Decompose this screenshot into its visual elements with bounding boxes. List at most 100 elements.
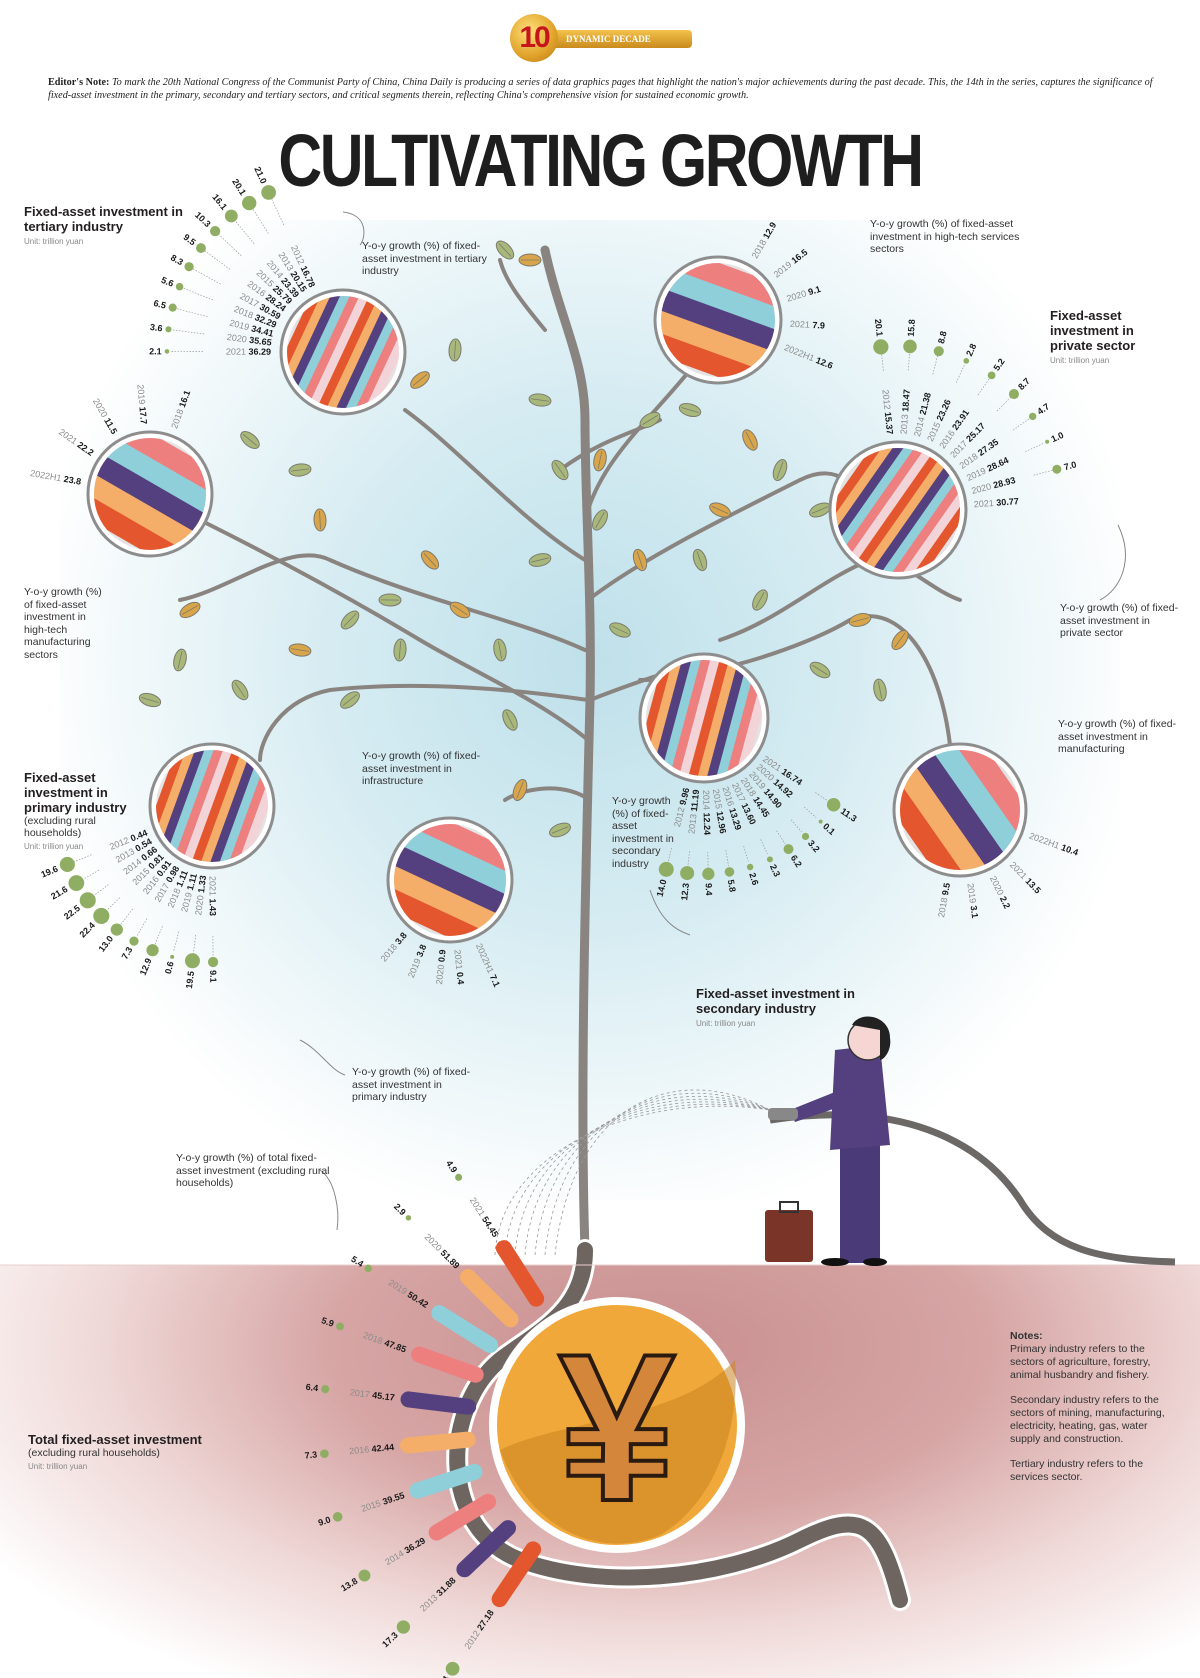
growth-dot xyxy=(1052,464,1062,474)
leader-line xyxy=(120,908,133,926)
value-label: 3.8 xyxy=(414,943,428,958)
ray-label: 2017 45.17 xyxy=(349,1387,395,1402)
leaf-icon xyxy=(493,638,507,662)
growth-dot xyxy=(93,907,110,924)
spray-arc xyxy=(544,1092,771,1256)
leader-line xyxy=(269,195,285,226)
growth-value: 6.4 xyxy=(305,1382,319,1393)
growth-value: 22.4 xyxy=(78,920,97,939)
growth-value: 5.6 xyxy=(160,275,175,289)
value-label: 9.96 xyxy=(677,787,691,806)
stripe-segment xyxy=(661,323,775,377)
growth-dot xyxy=(184,262,194,272)
growth-dot xyxy=(783,844,794,855)
growth-value: 2.3 xyxy=(768,863,782,879)
growth-dot xyxy=(332,1512,343,1522)
stripe-segment xyxy=(94,447,206,541)
water-spray xyxy=(494,1089,771,1256)
growth-dot xyxy=(801,832,810,841)
total-subtitle: (excluding rural households) xyxy=(28,1447,160,1459)
ray-label: 2021 13.5 xyxy=(1008,860,1043,896)
year-label: 2021 xyxy=(226,347,249,357)
stripe-segment xyxy=(840,448,942,572)
total-title: Total fixed-asset investment xyxy=(28,1432,202,1447)
value-label: 3.1 xyxy=(968,905,980,919)
leader-line xyxy=(955,364,965,383)
note-secondary: Secondary industry refers to the sectors… xyxy=(1010,1394,1165,1445)
leaf-icon xyxy=(632,548,648,572)
value-label: 12.24 xyxy=(702,812,713,835)
stripe-segment xyxy=(701,660,751,776)
growth-value: 0.6 xyxy=(163,960,176,975)
year-label: 2014 xyxy=(912,413,927,437)
stripe-segment xyxy=(101,438,206,504)
leader-line xyxy=(203,250,231,270)
growth-dot xyxy=(110,923,123,936)
growth-value: 15.8 xyxy=(906,319,917,337)
investment-bar xyxy=(400,1391,477,1415)
growth-value: 9.1 xyxy=(208,970,218,983)
value-label: 7.1 xyxy=(488,973,502,989)
coin-shadow xyxy=(500,1360,736,1544)
leaf-icon xyxy=(692,548,708,572)
spray-arc xyxy=(534,1096,771,1256)
growth-dot xyxy=(165,326,172,333)
leader-line xyxy=(907,350,911,371)
value-label: 11.5 xyxy=(102,416,119,436)
value-label: 36.29 xyxy=(403,1535,427,1555)
total-unit: Unit: trillion yuan xyxy=(28,1462,88,1471)
ray-label: 2018 3.8 xyxy=(379,930,409,963)
year-label: 2015 xyxy=(711,788,725,812)
ray-label: 2021 54.45 xyxy=(468,1196,501,1239)
stripe-segment xyxy=(161,750,222,862)
total-heading: Total fixed-asset investment (excluding … xyxy=(28,1432,228,1471)
stripe-segment xyxy=(900,751,997,870)
stripe-segment xyxy=(661,283,775,356)
growth-dot xyxy=(987,371,996,380)
leader-line xyxy=(880,350,884,371)
stripe-segment xyxy=(661,303,775,377)
value-label: 22.2 xyxy=(75,440,95,458)
hts-circle xyxy=(653,255,783,385)
stripe-segment xyxy=(319,296,391,408)
stripe-segment xyxy=(666,660,716,776)
year-label: 2019 xyxy=(965,883,978,907)
growth-value: 19.5 xyxy=(184,971,196,990)
growth-dot xyxy=(129,936,139,946)
value-label: 27.18 xyxy=(475,1608,496,1632)
leaf-icon xyxy=(378,593,402,607)
growth-dot xyxy=(224,209,238,223)
leader-line xyxy=(776,830,786,845)
ray-label: 2020 0.9 xyxy=(434,949,448,985)
tree-branch xyxy=(503,786,592,802)
leaf-icon xyxy=(340,610,360,630)
callout-arc xyxy=(649,889,691,936)
man-with-hose xyxy=(765,1016,1176,1266)
leader-line xyxy=(1025,443,1044,453)
logo-band: DYNAMIC DECADE xyxy=(550,30,692,48)
ray-label: 2020 11.5 xyxy=(91,397,119,436)
growth-value: 7.3 xyxy=(120,945,135,961)
growth-dot xyxy=(933,346,944,357)
leader-line xyxy=(81,869,100,881)
tertiary-unit: Unit: trillion yuan xyxy=(24,237,84,246)
leader-line xyxy=(105,897,121,912)
growth-value: 6.2 xyxy=(789,853,804,869)
growth-dot xyxy=(321,1385,330,1394)
ray-label: 2012 27.18 xyxy=(462,1608,495,1651)
growth-value: 7.3 xyxy=(304,1449,317,1460)
leaf-icon xyxy=(639,411,661,429)
value-label: 21.38 xyxy=(918,391,933,415)
value-label: 51.89 xyxy=(439,1248,462,1271)
primary-title: Fixed-asset investment in primary indust… xyxy=(24,770,127,815)
ray-label: 2019 3.1 xyxy=(965,883,980,919)
callout-arc xyxy=(342,211,365,246)
growth-dot xyxy=(364,1264,372,1273)
growth-value: 1.0 xyxy=(1050,430,1066,444)
editor-note: Editor's Note: To mark the 20th National… xyxy=(48,76,1158,102)
stripe-segment xyxy=(661,263,775,316)
value-label: 10.4 xyxy=(1060,842,1080,857)
value-label: 1.33 xyxy=(196,875,208,894)
stripe-segment xyxy=(876,461,960,572)
year-label: 2021 xyxy=(207,876,217,899)
